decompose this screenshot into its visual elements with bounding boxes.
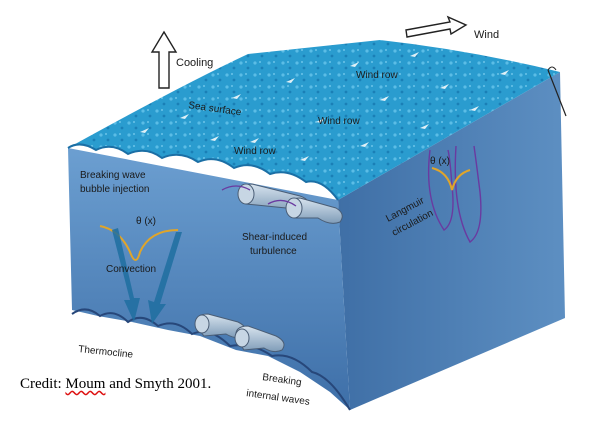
- cooling-label: Cooling: [176, 57, 213, 69]
- side-face: [338, 72, 565, 410]
- wind-row-label-3: Wind row: [234, 146, 276, 157]
- wind-arrow-icon: [405, 15, 468, 38]
- credit-author: Moum: [65, 376, 106, 392]
- credit-rest: and Smyth 2001.: [105, 376, 212, 392]
- image-credit: Credit: Moum and Smyth 2001.: [20, 376, 211, 393]
- cooling-arrow-icon: [150, 30, 178, 89]
- thermocline-wave: [71, 308, 351, 411]
- theta-curve-langmuir: [431, 167, 471, 191]
- mooring-line: [547, 69, 567, 117]
- theta-label-convection: θ (x): [136, 216, 156, 227]
- breaking-internal-label-line1: Breaking: [262, 372, 303, 388]
- theta-label-langmuir: θ (x): [430, 156, 450, 167]
- wind-row-label-1: Wind row: [356, 70, 398, 81]
- convection-label: Convection: [106, 264, 156, 275]
- shear-tubes: [221, 183, 343, 224]
- sea-surface: [68, 40, 560, 200]
- thermocline-label: Thermocline: [78, 344, 134, 361]
- wind-label: Wind: [474, 29, 499, 41]
- credit-prefix: Credit:: [20, 376, 66, 392]
- breaking-internal-label-line2: internal waves: [246, 388, 311, 408]
- convection-arrow-left: [112, 228, 140, 322]
- wind-row-label-2: Wind row: [318, 116, 360, 127]
- shear-label-line1: Shear-induced: [242, 232, 307, 243]
- internal-wave-tubes: [194, 313, 285, 353]
- breaking-wave-label-line1: Breaking wave: [80, 170, 146, 181]
- convection-arrow-right: [148, 232, 182, 324]
- breaking-wave-label-line2: bubble injection: [80, 184, 150, 195]
- langmuir-loops: [427, 145, 482, 244]
- wind-row-flecks: [140, 52, 509, 161]
- shear-label-line2: turbulence: [250, 246, 297, 257]
